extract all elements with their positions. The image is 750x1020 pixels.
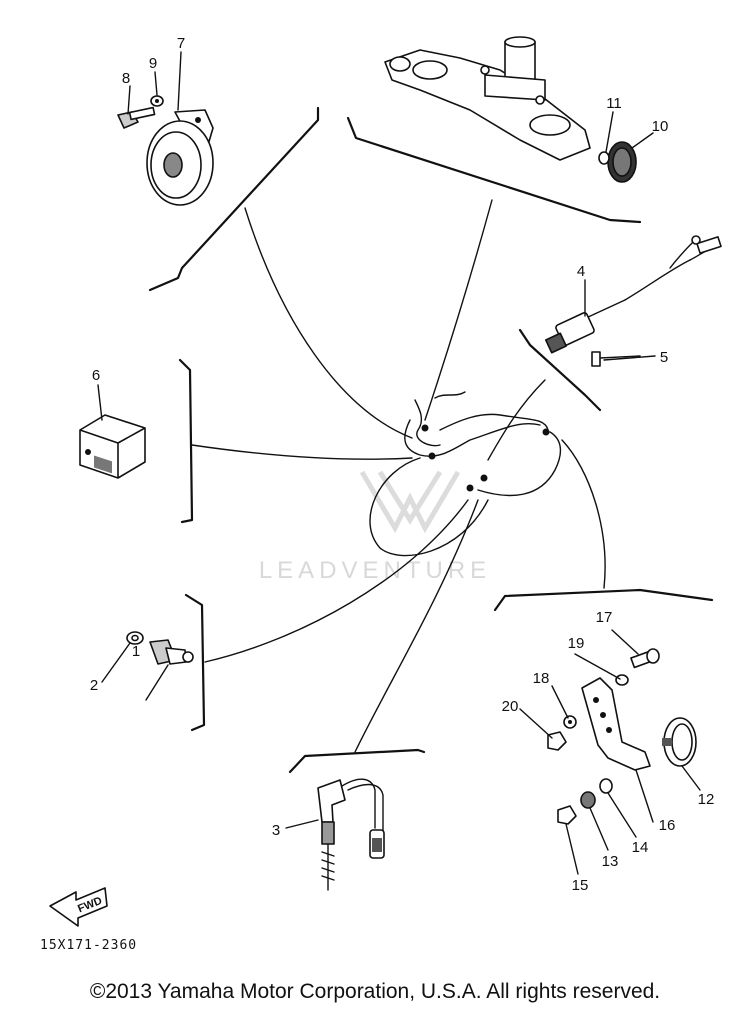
part-number-16: 16 — [659, 817, 676, 834]
bracket-neutral-switch — [518, 328, 602, 412]
drawing-code: 15X171-2360 — [40, 938, 137, 953]
neutral-switch-part — [544, 235, 722, 354]
plug-cap-part — [317, 778, 385, 891]
nut-15-part — [557, 805, 577, 825]
washer-19-part — [615, 674, 629, 686]
gasket-2-part — [126, 631, 144, 645]
leader-switch — [487, 379, 546, 461]
part-number-3: 3 — [272, 822, 280, 839]
part-number-17: 17 — [596, 609, 613, 626]
meter-bracket-part — [384, 36, 591, 161]
part-number-9: 9 — [149, 55, 157, 72]
bolt-17-part — [630, 648, 660, 669]
leader-horn — [244, 207, 413, 439]
leader-taillight — [561, 439, 606, 589]
washer-13-part — [580, 791, 596, 809]
part-number-1: 1 — [132, 643, 140, 660]
leader-oil — [204, 499, 469, 663]
washer-11-part — [598, 151, 610, 165]
watermark-text: LEADVENTURE — [259, 557, 491, 584]
leader-relay — [191, 444, 413, 460]
taillight-bracket-16-part — [581, 677, 651, 771]
part-number-4: 4 — [577, 263, 585, 280]
washer-9-part — [150, 95, 164, 107]
relay-part — [79, 414, 146, 479]
part-number-5: 5 — [660, 349, 668, 366]
bracket-plug-cap — [288, 748, 426, 774]
part-number-13: 13 — [602, 853, 619, 870]
part-number-7: 7 — [177, 35, 185, 52]
fwd-arrow-icon: FWD — [49, 887, 108, 927]
part-number-11: 11 — [606, 95, 622, 112]
number-leaders — [97, 51, 701, 875]
part-number-12: 12 — [698, 791, 715, 808]
part-number-8: 8 — [122, 70, 130, 87]
part-numbers: 1 2 3 4 5 6 7 8 9 10 11 12 13 14 15 16 1… — [90, 35, 715, 894]
part-number-10: 10 — [652, 118, 669, 135]
washer-18-part — [563, 715, 577, 729]
part-number-2: 2 — [90, 677, 98, 694]
part-number-14: 14 — [632, 839, 649, 856]
meter-light-10-part — [607, 141, 637, 183]
leader-plug — [354, 499, 479, 753]
watermark: LEADVENTURE — [259, 470, 491, 584]
part-number-15: 15 — [572, 877, 589, 894]
bracket-meter — [346, 116, 642, 224]
washer-14-part — [599, 778, 613, 794]
part-number-18: 18 — [533, 670, 550, 687]
screw-5-part — [591, 351, 641, 367]
horn-part — [146, 109, 214, 206]
bracket-rear-light — [493, 588, 714, 612]
bolt-8-part — [117, 106, 156, 129]
part-number-20: 20 — [502, 698, 519, 715]
bracket-relay — [178, 358, 194, 524]
copyright-notice: ©2013 Yamaha Motor Corporation, U.S.A. A… — [89, 980, 661, 1003]
wire-harness — [369, 391, 562, 557]
leader-meter — [424, 199, 493, 421]
part-number-6: 6 — [92, 367, 100, 384]
nut-20-part — [547, 731, 567, 751]
taillight-12-part — [662, 717, 697, 767]
bracket-horn — [148, 106, 320, 292]
part-number-19: 19 — [568, 635, 585, 652]
switch-1-part — [149, 639, 194, 665]
bracket-oil-switch — [184, 593, 206, 732]
